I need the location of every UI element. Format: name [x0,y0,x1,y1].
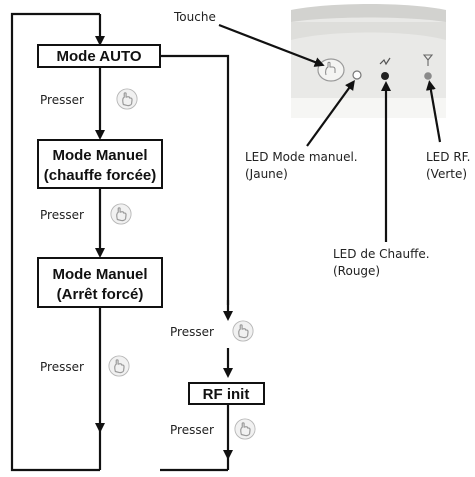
press-label: Presser [170,423,214,437]
node-mode-manuel-chauffe-label-2: (chauffe forcée) [44,167,157,184]
node-mode-auto: Mode AUTO [37,44,161,68]
hand-press-icon [108,355,130,377]
led-manual-mode [352,70,362,80]
node-mode-auto-label: Mode AUTO [57,48,142,65]
touch-button-icon [317,58,345,82]
label-led-rf-1: LED RF. [426,150,470,164]
press-label: Presser [170,325,214,339]
hand-press-icon [110,203,132,225]
press-label: Presser [40,208,84,222]
rf-branch-connector [160,54,233,472]
heating-icon [379,57,391,66]
label-led-rf-2: (Verte) [426,167,467,181]
label-led-chauffe-1: LED de Chauffe. [333,247,430,261]
press-label: Presser [40,360,84,374]
loop-back-connector [10,12,105,472]
led-rf [424,72,432,80]
label-touche: Touche [173,10,216,24]
led-heating [381,72,389,80]
press-step-1: Presser [40,88,138,110]
hand-press-icon [234,418,256,440]
label-led-chauffe-2: (Rouge) [333,264,380,278]
press-step-rf-2: Presser [170,418,256,440]
node-mode-manuel-arret-label-2: (Arrêt forcé) [57,286,144,303]
node-rf-init-label: RF init [203,386,250,403]
press-label: Presser [40,93,84,107]
label-led-manuel-2: (Jaune) [245,167,288,181]
node-mode-manuel-arret-label-1: Mode Manuel [52,266,147,283]
node-mode-manuel-arret: Mode Manuel (Arrêt forcé) [37,257,163,308]
node-mode-manuel-chauffe: Mode Manuel (chauffe forcée) [37,139,163,189]
label-led-manuel-1: LED Mode manuel. [245,150,358,164]
device-pointers [218,23,442,242]
press-step-rf-1: Presser [170,320,254,342]
hand-press-icon [116,88,138,110]
press-step-2: Presser [40,203,132,225]
node-mode-manuel-chauffe-label-1: Mode Manuel [52,147,147,164]
antenna-icon [422,54,434,66]
node-rf-init: RF init [188,382,265,405]
press-step-3: Presser [40,355,130,377]
hand-press-icon [232,320,254,342]
